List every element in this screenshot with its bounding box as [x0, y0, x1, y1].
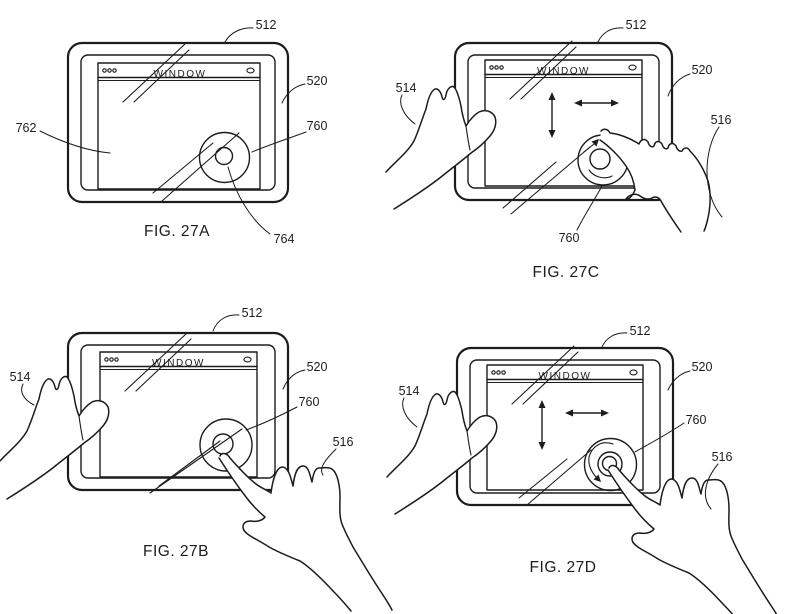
leader-516	[704, 463, 719, 510]
leader-512	[601, 332, 628, 348]
window-control-dots-icon	[489, 65, 504, 70]
figure-caption-27c: FIG. 27C	[533, 264, 600, 281]
virtual-scroll-wheel	[583, 437, 638, 492]
window-title: WINDOW	[539, 371, 592, 382]
leader-760	[634, 422, 685, 453]
fig-27b-panel: WINDOW 512 520 514	[0, 306, 393, 614]
ref-label-760: 760	[686, 413, 707, 427]
leader-514	[402, 397, 418, 428]
leader-520	[281, 83, 306, 104]
ref-label-520: 520	[307, 360, 328, 374]
glass-reflection-lines	[122, 43, 240, 202]
leader-516	[321, 448, 337, 476]
ref-label-764: 764	[274, 232, 295, 246]
ref-label-760: 760	[559, 231, 580, 245]
window: WINDOW	[97, 62, 261, 190]
window-control-dots-icon	[104, 357, 119, 362]
ref-label-762: 762	[16, 121, 37, 135]
figure-caption-27d: FIG. 27D	[530, 559, 597, 576]
ref-label-512: 512	[256, 18, 277, 32]
ref-label-760: 760	[307, 119, 328, 133]
pan-direction-arrows-icon	[548, 92, 619, 138]
leader-516	[706, 126, 723, 218]
right-hand	[607, 464, 778, 614]
ref-label-512: 512	[626, 18, 647, 32]
glass-reflection-lines	[502, 40, 591, 215]
fig-27a-panel: WINDOW 512 520 760 762 764 FIG. 27A	[16, 18, 328, 246]
leader-760	[576, 185, 603, 231]
pan-direction-arrows-icon	[538, 400, 609, 450]
window-title: WINDOW	[537, 66, 590, 77]
leader-520	[282, 369, 306, 390]
figure-caption-27a: FIG. 27A	[144, 223, 210, 240]
window-title: WINDOW	[154, 69, 207, 80]
ref-label-516: 516	[711, 113, 732, 127]
window-control-dots-icon	[102, 68, 117, 73]
window: WINDOW	[484, 59, 643, 187]
ref-label-514: 514	[399, 384, 420, 398]
window-control-oval-icon	[246, 67, 255, 74]
glass-reflection-lines	[511, 345, 592, 506]
callouts: 512 520 514 516 760	[10, 306, 354, 476]
glass-reflection-lines	[124, 332, 243, 494]
left-hand	[371, 85, 497, 222]
leader-760	[251, 131, 307, 153]
figure-caption-27b: FIG. 27B	[143, 543, 209, 560]
left-hand	[0, 375, 110, 503]
ref-label-520: 520	[692, 63, 713, 77]
ref-label-512: 512	[630, 324, 651, 338]
ref-label-520: 520	[307, 74, 328, 88]
leader-764	[227, 166, 271, 235]
leader-520	[667, 73, 691, 97]
window-control-oval-icon	[629, 369, 638, 376]
ref-label-520: 520	[692, 360, 713, 374]
leader-514	[400, 94, 416, 125]
leader-762	[39, 130, 111, 154]
fig-27c-panel: WINDOW	[371, 18, 731, 281]
leader-520	[667, 370, 691, 391]
window-title: WINDOW	[152, 358, 205, 369]
ref-label-760: 760	[299, 395, 320, 409]
tablet-device	[66, 41, 290, 204]
window-control-oval-icon	[243, 356, 252, 363]
ref-label-516: 516	[712, 450, 733, 464]
callouts: 512 520 514 516 760	[396, 18, 732, 245]
leader-514	[21, 383, 35, 406]
leader-760	[245, 406, 298, 431]
ref-label-516: 516	[333, 435, 354, 449]
window-control-oval-icon	[628, 64, 637, 71]
ref-label-514: 514	[10, 370, 31, 384]
ref-label-512: 512	[242, 306, 263, 320]
right-hand	[218, 452, 393, 614]
leader-512	[224, 27, 254, 43]
wheel-rotate-arrow-icon	[588, 442, 614, 482]
ref-label-514: 514	[396, 81, 417, 95]
left-hand	[372, 390, 498, 526]
fig-27d-panel: WINDOW	[372, 324, 778, 614]
wheel-slide-arrow-icon	[583, 139, 599, 153]
callouts: 512 520 514 516 760	[399, 324, 733, 510]
leader-512	[212, 314, 240, 332]
callouts: 512 520 760 762 764	[16, 18, 328, 246]
window: WINDOW	[99, 351, 258, 478]
virtual-scroll-wheel	[198, 131, 251, 184]
leader-512	[597, 27, 624, 43]
window-control-dots-icon	[491, 370, 506, 375]
